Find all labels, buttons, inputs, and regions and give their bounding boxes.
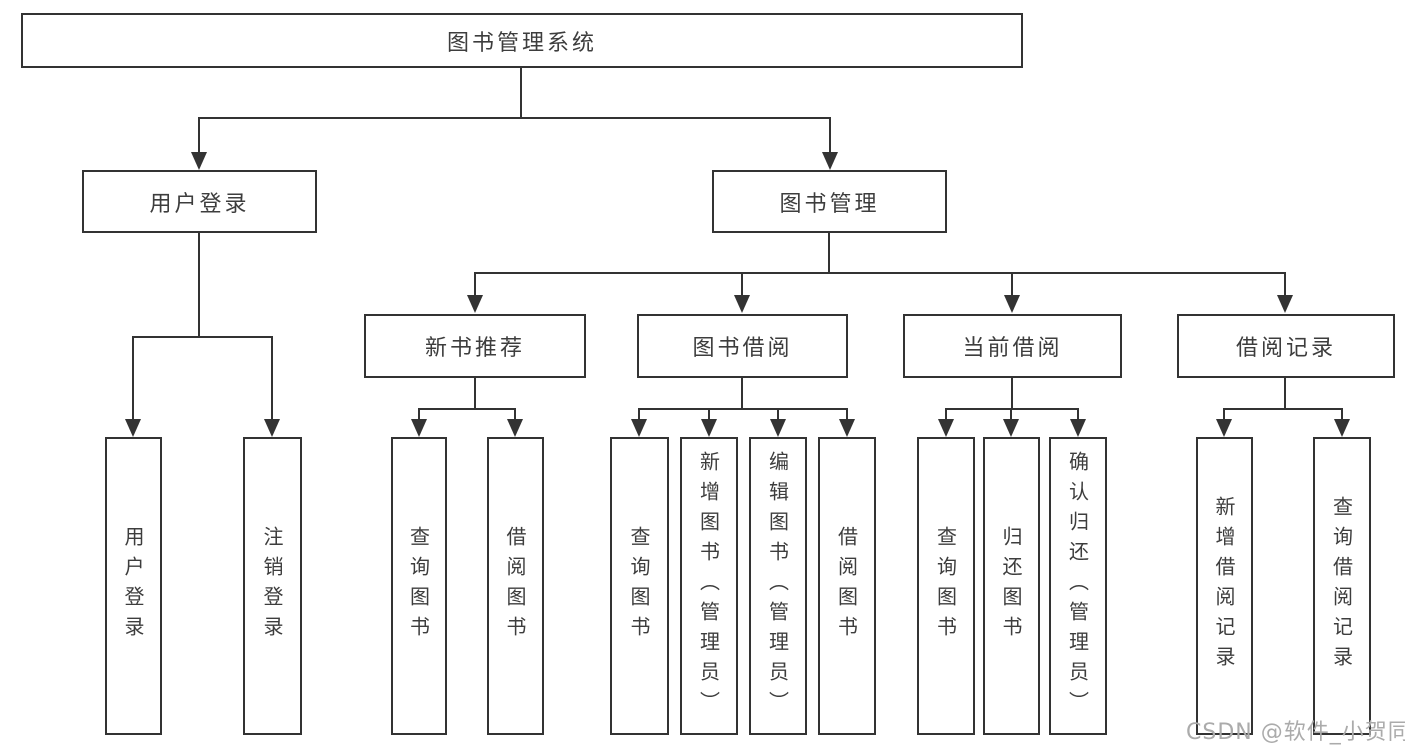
connector-line (777, 408, 779, 422)
connector-line (1011, 272, 1013, 297)
branch-label-user-login: 用户登录 (149, 191, 250, 217)
connector-line (1223, 408, 1343, 410)
arrowhead-down-icon (191, 152, 207, 170)
watermark: CSDN @软件_小贺同学 (1186, 720, 1405, 745)
leaf-box-add-borrow-record: 新增借阅记录 (1196, 437, 1253, 735)
connector-line (198, 233, 200, 337)
branch-box-current-borrowing: 当前借阅 (903, 314, 1122, 378)
leaf-label-return-book: 归还图书 (999, 526, 1023, 646)
branch-label-book-management: 图书管理 (779, 191, 880, 217)
leaf-label-query-book-recommend: 查询图书 (406, 526, 431, 646)
arrowhead-down-icon (1277, 295, 1293, 313)
leaf-box-query-book-current: 查询图书 (917, 437, 975, 735)
leaf-box-logout-login: 注销登录 (243, 437, 302, 735)
root-label: 图书管理系统 (446, 30, 597, 56)
connector-line (945, 408, 1079, 410)
leaf-label-logout-login: 注销登录 (260, 526, 284, 646)
connector-line (741, 378, 743, 409)
leaf-box-query-borrow-record: 查询借阅记录 (1313, 437, 1371, 735)
connector-line (945, 408, 947, 422)
connector-line (514, 408, 516, 422)
leaf-box-borrow-book-recommend: 借阅图书 (487, 437, 544, 735)
connector-line (638, 408, 640, 422)
connector-line (741, 272, 743, 297)
leaf-box-return-book: 归还图书 (983, 437, 1040, 735)
connector-line (271, 336, 273, 421)
leaf-box-query-book-recommend: 查询图书 (391, 437, 447, 735)
connector-line (828, 233, 830, 273)
leaf-label-confirm-return-admin: 确认归还（管理员） (1065, 451, 1090, 721)
leaf-box-edit-book-admin: 编辑图书（管理员） (749, 437, 807, 735)
arrowhead-down-icon (734, 295, 750, 313)
branch-box-user-login: 用户登录 (82, 170, 317, 233)
leaf-label-borrow-book: 借阅图书 (834, 526, 859, 646)
connector-line (1010, 408, 1012, 422)
leaf-box-borrow-book: 借阅图书 (818, 437, 876, 735)
leaf-label-add-book-admin: 新增图书（管理员） (696, 451, 721, 721)
connector-line (1077, 408, 1079, 422)
leaf-box-query-book-borrow: 查询图书 (610, 437, 669, 735)
connector-line (474, 378, 476, 409)
leaf-box-confirm-return-admin: 确认归还（管理员） (1049, 437, 1107, 735)
connector-line (199, 117, 831, 119)
arrowhead-down-icon (264, 419, 280, 437)
arrowhead-down-icon (1004, 295, 1020, 313)
connector-line (1284, 378, 1286, 409)
branch-label-current-borrowing: 当前借阅 (962, 336, 1063, 361)
leaf-box-add-book-admin: 新增图书（管理员） (680, 437, 738, 735)
arrowhead-down-icon (770, 419, 786, 437)
connector-line (1011, 378, 1013, 409)
connector-line (1223, 408, 1225, 422)
connector-line (846, 408, 848, 422)
leaf-box-user-login: 用户登录 (105, 437, 162, 735)
arrowhead-down-icon (701, 419, 717, 437)
connector-line (418, 408, 516, 410)
connector-line (1284, 272, 1286, 297)
leaf-label-borrow-book-recommend: 借阅图书 (503, 526, 527, 646)
arrowhead-down-icon (1334, 419, 1350, 437)
connector-line (638, 408, 848, 410)
connector-line (198, 117, 200, 155)
leaf-label-query-book-current: 查询图书 (933, 526, 958, 646)
branch-box-book-borrowing: 图书借阅 (637, 314, 848, 378)
branch-label-borrowing-records: 借阅记录 (1235, 336, 1336, 361)
leaf-label-edit-book-admin: 编辑图书（管理员） (765, 451, 790, 721)
leaf-label-query-book-borrow: 查询图书 (627, 526, 651, 646)
leaf-label-user-login: 用户登录 (121, 526, 145, 646)
connector-line (1341, 408, 1343, 422)
connector-line (708, 408, 710, 422)
arrowhead-down-icon (938, 419, 954, 437)
arrowhead-down-icon (411, 419, 427, 437)
branch-box-new-book-recommend: 新书推荐 (364, 314, 586, 378)
arrowhead-down-icon (631, 419, 647, 437)
arrowhead-down-icon (125, 419, 141, 437)
arrowhead-down-icon (1070, 419, 1086, 437)
arrowhead-down-icon (467, 295, 483, 313)
arrowhead-down-icon (839, 419, 855, 437)
arrowhead-down-icon (822, 152, 838, 170)
arrowhead-down-icon (1216, 419, 1232, 437)
branch-label-new-book-recommend: 新书推荐 (424, 336, 525, 361)
connector-line (133, 336, 273, 338)
leaf-label-add-borrow-record: 新增借阅记录 (1212, 496, 1236, 676)
leaf-label-query-borrow-record: 查询借阅记录 (1329, 496, 1354, 676)
branch-box-book-management: 图书管理 (712, 170, 947, 233)
connector-line (132, 336, 134, 421)
connector-line (418, 408, 420, 422)
arrowhead-down-icon (507, 419, 523, 437)
arrowhead-down-icon (1003, 419, 1019, 437)
connector-line (474, 272, 1286, 274)
branch-label-book-borrowing: 图书借阅 (692, 336, 793, 361)
connector-line (829, 117, 831, 155)
branch-box-borrowing-records: 借阅记录 (1177, 314, 1395, 378)
connector-line (474, 272, 476, 297)
root-box-library-system: 图书管理系统 (21, 13, 1023, 68)
connector-line (520, 68, 522, 118)
